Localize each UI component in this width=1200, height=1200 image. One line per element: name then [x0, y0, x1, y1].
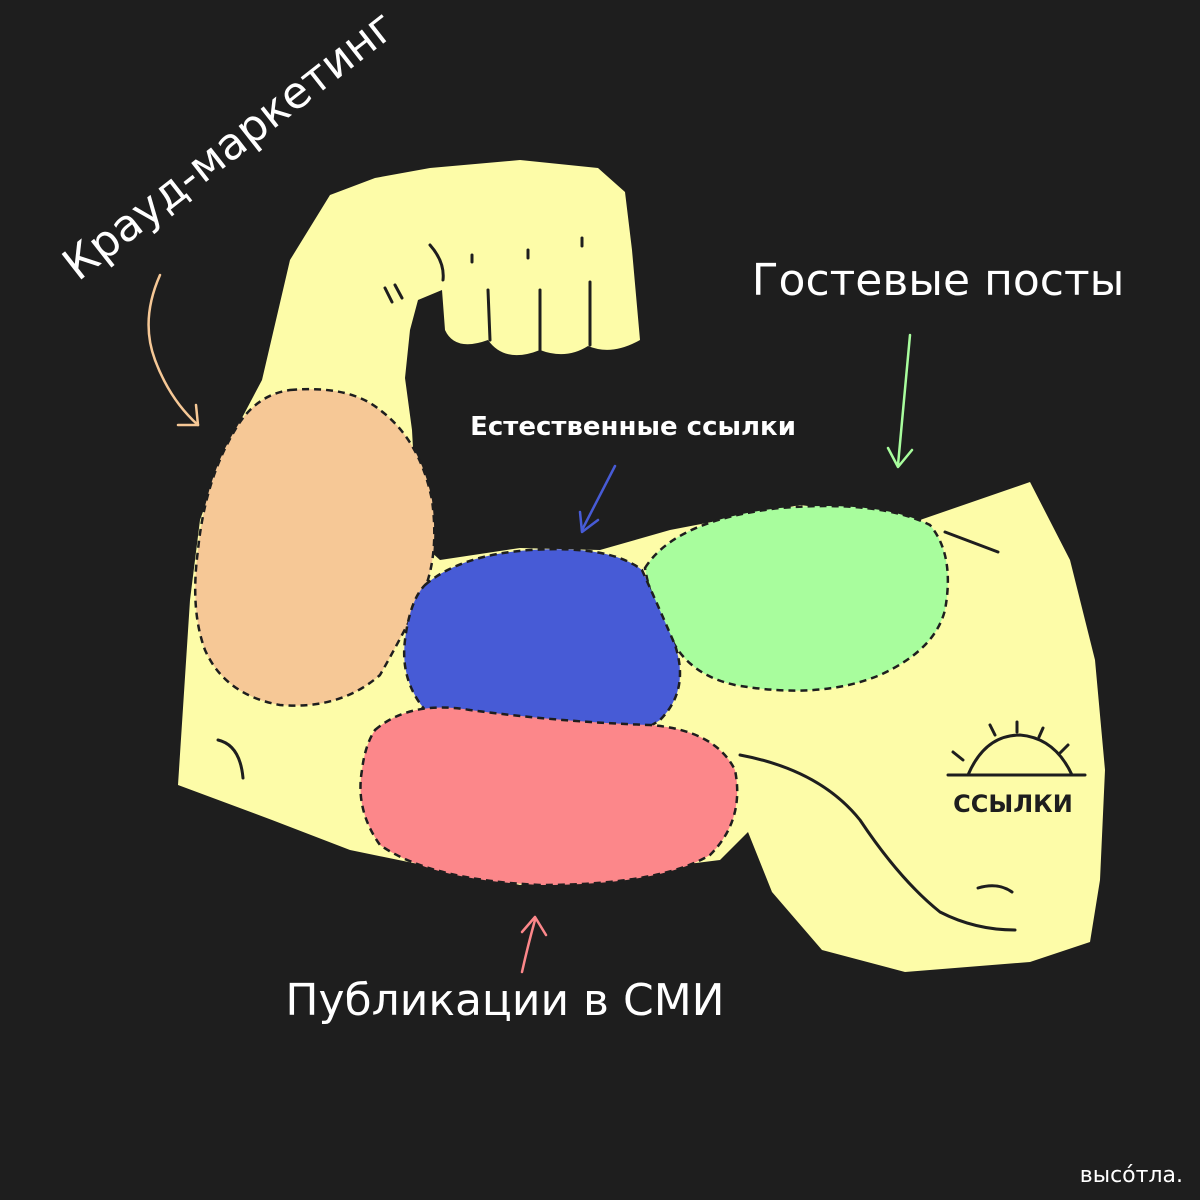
- brand-logo: высо́тла.: [1080, 1163, 1183, 1188]
- crowd-marketing-zone: [193, 387, 436, 707]
- navel-line: [976, 884, 1014, 894]
- natural-links-label: Естественные ссылки: [470, 412, 796, 442]
- finger-line: [486, 288, 492, 342]
- shoulder-line: [943, 530, 1000, 554]
- links-badge-label: ССЫЛКИ: [953, 790, 1073, 818]
- crease-mark: [383, 286, 394, 304]
- sun-icon: [946, 720, 1087, 777]
- elbow-line: [216, 738, 245, 780]
- media-publications-zone: [359, 706, 739, 887]
- guest-posts-zone: [643, 504, 950, 692]
- finger-line: [428, 243, 445, 282]
- crease-mark: [393, 283, 404, 300]
- media-publications-arrow: [520, 915, 548, 974]
- crowd-marketing-arrow: [147, 273, 200, 427]
- natural-links-zone: [403, 547, 682, 747]
- guest-posts-arrow: [886, 333, 914, 469]
- guest-posts-label: Гостевые посты: [752, 255, 1125, 306]
- chest-line: [738, 753, 1017, 932]
- natural-links-arrow: [578, 464, 617, 534]
- media-publications-label: Публикации в СМИ: [285, 975, 724, 1026]
